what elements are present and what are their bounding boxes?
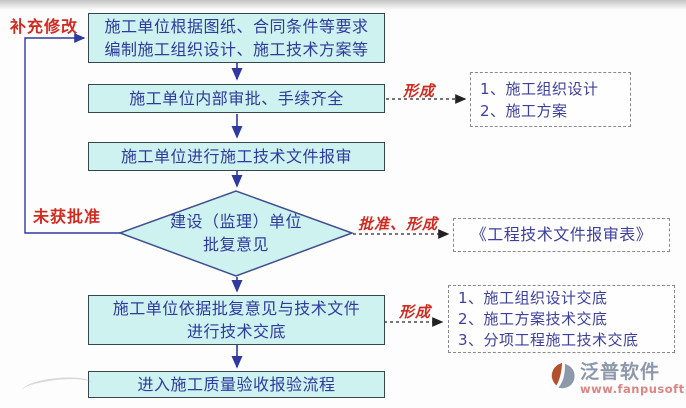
decision-line: 批复意见 xyxy=(202,235,269,254)
process-box-line: 进行技术交底 xyxy=(186,322,286,341)
fanpu-logo-icon xyxy=(551,362,575,389)
watermark-url: www.fanpusoft.com xyxy=(580,382,686,396)
process-box-line: 施工单位依据批复意见与技术文件 xyxy=(112,299,361,318)
edge-label-not-approved: 未获批准 xyxy=(33,207,102,226)
edge-label-form-bottom: 形成 xyxy=(399,303,432,321)
output-item: 3、分项工程施工技术交底 xyxy=(458,330,639,349)
watermark-brand: 泛普软件 xyxy=(580,361,661,383)
edge-label-form-top: 形成 xyxy=(403,82,436,100)
process-box-line: 施工单位内部审批、手续齐全 xyxy=(129,89,344,108)
output-item: 2、施工方案 xyxy=(480,101,568,120)
output-item: 1、施工组织设计交底 xyxy=(458,288,608,307)
output-box-org-design: 1、施工组织设计 2、施工方案 xyxy=(470,72,631,127)
process-box-internal-approval: 施工单位内部审批、手续齐全 xyxy=(88,84,385,113)
decision-diamond-text: 建设（监理）单位 批复意见 xyxy=(131,210,341,256)
output-item: 2、施工方案技术交底 xyxy=(458,309,608,328)
watermark-text: 泛普软件 www.fanpusoft.com xyxy=(580,361,686,395)
process-box-line: 编制施工组织设计、施工技术方案等 xyxy=(104,40,369,59)
process-box-line: 施工单位根据图纸、合同条件等要求 xyxy=(104,17,369,36)
output-item: 《工程技术文件报审表》 xyxy=(470,225,653,244)
process-box-quality-acceptance: 进入施工质量验收报验流程 xyxy=(88,371,385,398)
process-box-technical-disclosure: 施工单位依据批复意见与技术文件 进行技术交底 xyxy=(88,295,385,345)
feedback-loop-line xyxy=(24,33,120,234)
decision-line: 建设（监理）单位 xyxy=(169,212,302,231)
decision-diamond-shape xyxy=(117,190,355,277)
output-box-disclosure-list: 1、施工组织设计交底 2、施工方案技术交底 3、分项工程施工技术交底 xyxy=(448,285,675,353)
watermark: 泛普软件 www.fanpusoft.com xyxy=(549,361,686,395)
process-box-line: 施工单位进行施工技术文件报审 xyxy=(120,147,352,166)
process-box-line: 进入施工质量验收报验流程 xyxy=(137,375,336,394)
process-box-submit-documents: 施工单位进行施工技术文件报审 xyxy=(88,142,385,171)
output-box-review-form: 《工程技术文件报审表》 xyxy=(453,218,670,252)
scan-top-shade xyxy=(0,0,686,10)
edge-label-approved-form: 批准、形成 xyxy=(358,215,439,233)
output-item: 1、施工组织设计 xyxy=(480,79,599,98)
process-box-prepare-documents: 施工单位根据图纸、合同条件等要求 编制施工组织设计、施工技术方案等 xyxy=(88,13,385,63)
edge-label-supplement-modify: 补充修改 xyxy=(10,17,79,36)
